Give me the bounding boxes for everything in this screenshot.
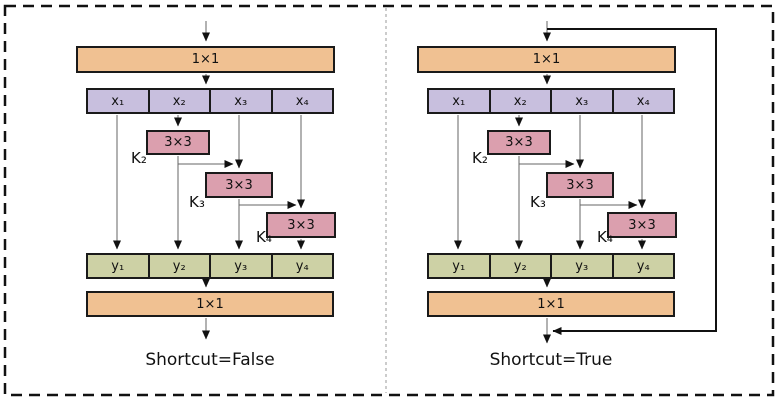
feature-split-row: x₁ x₂ x₃ x₄ (86, 88, 334, 114)
conv1x1-output-box: 1×1 (427, 291, 675, 317)
label-k3: K₃ (189, 193, 205, 211)
outer-dashed-border (3, 4, 775, 397)
conv1x1-input-box: 1×1 (417, 46, 676, 73)
panel-caption: Shortcut=True (489, 350, 613, 370)
cell-x4: x₄ (611, 90, 674, 112)
shortcut-connection (547, 28, 717, 335)
connector-wires (454, 21, 717, 344)
cell-x2: x₂ (488, 90, 551, 112)
feature-concat-row: y₁ y₂ y₃ y₄ (86, 253, 334, 279)
feature-concat-row: y₁ y₂ y₃ y₄ (427, 253, 675, 279)
cell-x2: x₂ (147, 90, 210, 112)
cell-x4: x₄ (270, 90, 333, 112)
conv1x1-output-box: 1×1 (86, 291, 334, 317)
panel-shortcut-true: 1×1 x₁ x₂ x₃ x₄ 3×3 3×3 3×3 K₂ K₃ K₄ y₁ … (341, 0, 730, 401)
label-k2: K₂ (472, 149, 488, 167)
conv3x3-k4-box: 3×3 (266, 212, 336, 238)
cell-y4: y₄ (270, 255, 333, 277)
cell-x3: x₃ (550, 90, 612, 112)
connector-wires (113, 21, 305, 340)
conv3x3-k3-box: 3×3 (546, 172, 614, 198)
cell-y2: y₂ (488, 255, 551, 277)
feature-split-row: x₁ x₂ x₃ x₄ (427, 88, 675, 114)
conv3x3-k2-box: 3×3 (146, 130, 210, 155)
label-k4: K₄ (256, 228, 272, 246)
cell-y3: y₃ (209, 255, 271, 277)
cell-y1: y₁ (452, 258, 466, 274)
cell-y4: y₄ (611, 255, 674, 277)
conv3x3-k2-box: 3×3 (487, 130, 551, 155)
panel-caption: Shortcut=False (145, 350, 275, 370)
label-k2: K₂ (131, 149, 147, 167)
cell-y2: y₂ (147, 255, 210, 277)
panel-shortcut-false: 1×1 x₁ x₂ x₃ x₄ 3×3 3×3 3×3 K₂ K₃ K₄ y₁ … (76, 21, 336, 370)
conv3x3-k3-box: 3×3 (205, 172, 273, 198)
cell-y3: y₃ (550, 255, 612, 277)
cell-x3: x₃ (209, 90, 271, 112)
cell-x1: x₁ (452, 93, 466, 109)
label-k4: K₄ (597, 228, 613, 246)
conv3x3-k4-box: 3×3 (607, 212, 677, 238)
cell-y1: y₁ (111, 258, 125, 274)
cell-x1: x₁ (111, 93, 125, 109)
conv1x1-input-box: 1×1 (76, 46, 335, 73)
label-k3: K₃ (530, 193, 546, 211)
